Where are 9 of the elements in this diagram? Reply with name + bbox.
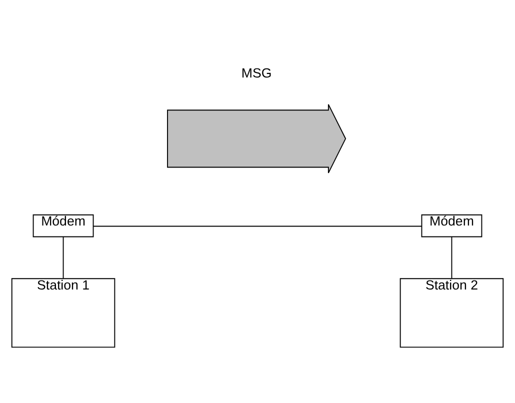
connector (62, 236, 64, 278)
node-label: MSG (241, 64, 272, 80)
connector (451, 236, 452, 278)
node-box: Módem (32, 214, 94, 237)
connector (92, 225, 422, 226)
node-arrow (167, 103, 346, 173)
node-box: Station 1 (11, 278, 116, 348)
node-box: Station 2 (400, 278, 504, 348)
node-box: Módem (421, 214, 482, 237)
